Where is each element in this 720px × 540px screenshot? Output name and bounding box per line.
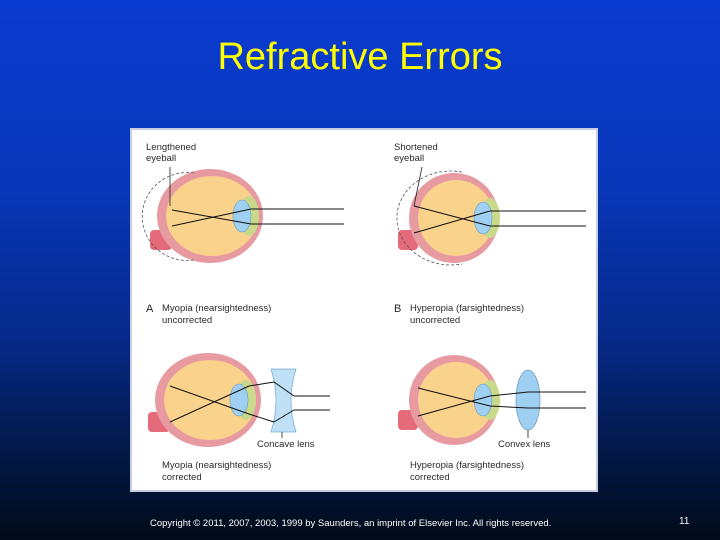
caption-line2: uncorrected <box>410 315 460 326</box>
caption-line2: uncorrected <box>162 315 212 326</box>
slide-title: Refractive Errors <box>0 36 720 79</box>
eye-lens <box>230 384 248 416</box>
caption-line1: Hyperopia (farsightedness) <box>410 460 524 471</box>
pointer-label-line1: Lengthened <box>146 142 196 153</box>
panel-myopia-uncorrected: Lengthened eyeball A Myopia (nearsighted… <box>142 142 344 326</box>
pointer-label-line2: eyeball <box>394 153 424 164</box>
panel-myopia-corrected: Concave lens Myopia (nearsightedness) co… <box>148 353 330 483</box>
eye-lens <box>233 200 251 232</box>
convex-lens <box>516 370 540 430</box>
eye-diagram-figure: Lengthened eyeball A Myopia (nearsighted… <box>130 128 598 492</box>
caption-line1: Hyperopia (farsightedness) <box>410 303 524 314</box>
copyright-footer: Copyright © 2011, 2007, 2003, 1999 by Sa… <box>150 518 551 529</box>
caption-line2: corrected <box>162 472 202 483</box>
eye-lens <box>474 202 492 234</box>
page-number: 11 <box>679 516 689 527</box>
caption-line1: Myopia (nearsightedness) <box>162 303 271 314</box>
panel-hyperopia-uncorrected: Shortened eyeball B Hyperopia (farsighte… <box>394 142 586 326</box>
caption-line2: corrected <box>410 472 450 483</box>
pointer-label-line2: eyeball <box>146 153 176 164</box>
caption-line1: Myopia (nearsightedness) <box>162 460 271 471</box>
panel-letter: B <box>394 303 401 315</box>
panel-hyperopia-corrected: Convex lens Hyperopia (farsightedness) c… <box>398 355 586 483</box>
lens-label: Concave lens <box>257 439 315 450</box>
concave-lens <box>271 369 296 432</box>
pointer-label-line1: Shortened <box>394 142 438 153</box>
panel-letter: A <box>146 303 154 315</box>
lens-label: Convex lens <box>498 439 551 450</box>
